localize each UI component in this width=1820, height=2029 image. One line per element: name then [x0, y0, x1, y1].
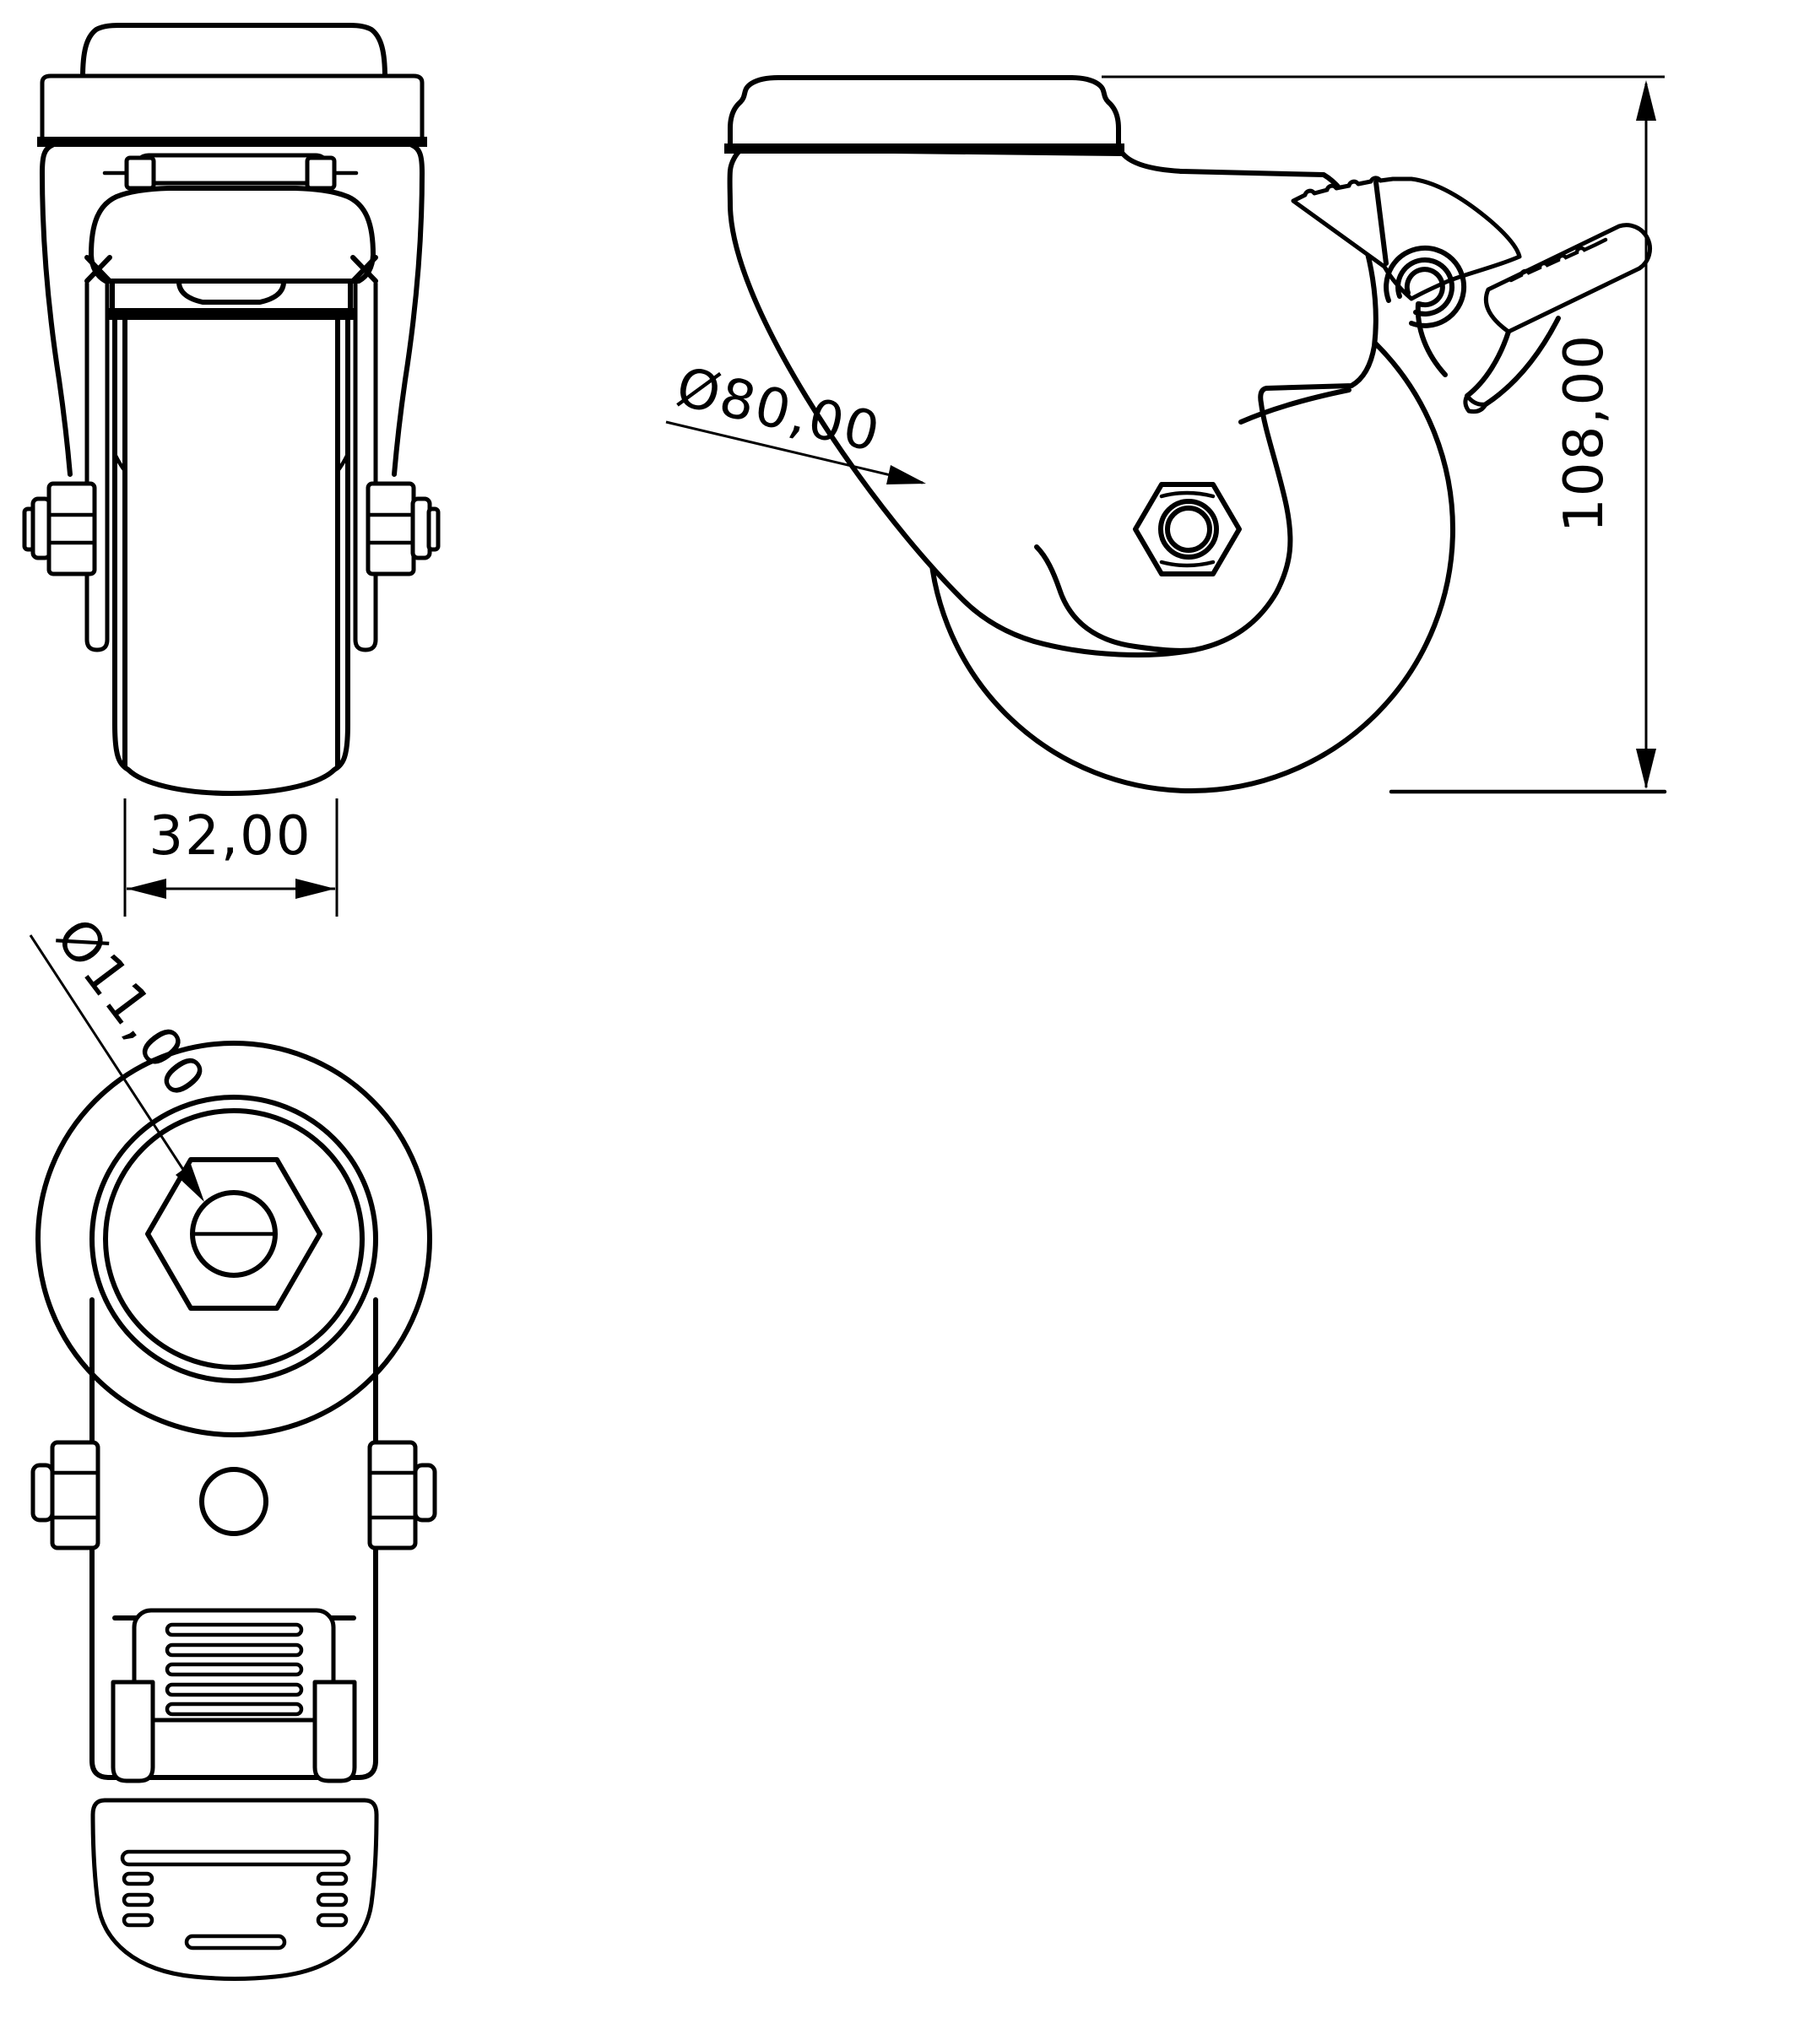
plate-dome — [80, 23, 387, 80]
swivel-housing-left-edge — [40, 143, 73, 477]
crown-wedge-left — [84, 255, 112, 284]
axle-nut-side — [1133, 482, 1242, 576]
rib-slot — [165, 1702, 304, 1717]
latch-tab-right — [312, 1680, 357, 1783]
brake-lever — [1483, 223, 1652, 334]
race-block-left — [124, 155, 156, 191]
fork-arch-cutout — [176, 280, 286, 305]
bottom-view: Ø11,00 — [29, 907, 437, 1981]
foot-slot-long — [120, 1849, 351, 1867]
pedal-foot — [90, 1798, 379, 1981]
axle-nut-right — [366, 481, 441, 576]
bolt-bore — [1165, 506, 1212, 553]
axle-nut-right-bottom — [367, 1440, 437, 1550]
fork-leg-right — [353, 281, 378, 652]
crown-wedge-right — [350, 255, 378, 284]
fork-inner-lip — [1034, 544, 1197, 653]
foot-slot-bottom — [184, 1934, 287, 1951]
rib-slot — [165, 1662, 304, 1677]
rib-slot — [165, 1642, 304, 1658]
bolt-tab — [426, 506, 441, 552]
arrowhead-top — [1636, 80, 1656, 121]
housing-facet-line — [1373, 180, 1389, 266]
side-view: Ø80,00 108,00 — [665, 75, 1667, 794]
tread-shoulder-right — [335, 453, 349, 473]
axle-nut-left-bottom — [30, 1440, 100, 1550]
mounting-plate-side — [728, 75, 1121, 149]
pivot-inner-arc — [1404, 267, 1445, 308]
race-ring-inner — [103, 1108, 365, 1370]
extension-line — [123, 798, 339, 917]
dimension-overall-height: 108,00 — [1102, 75, 1667, 794]
swivel-outer-circle — [35, 1041, 432, 1437]
axle-nut-left — [22, 481, 97, 576]
wheel-front-outline — [112, 317, 350, 796]
foot-slot — [316, 1892, 349, 1907]
race-ring-outer — [89, 1095, 378, 1383]
pivot-middle-arc — [1395, 257, 1455, 317]
arrowhead-bottom — [1636, 749, 1656, 789]
pedal-ribs — [165, 1622, 304, 1717]
pedal-foot-slots — [120, 1849, 351, 1951]
washer — [30, 1463, 55, 1523]
overall-height-value: 108,00 — [1553, 333, 1616, 533]
washer-circle — [1158, 499, 1219, 560]
pivot-outer-arc — [1384, 245, 1467, 328]
bolt-hole-diameter-value: Ø11,00 — [43, 907, 218, 1111]
arrowhead — [886, 465, 926, 484]
leader-line — [665, 420, 924, 484]
washer — [413, 1463, 437, 1523]
tread-shoulder-left — [113, 453, 127, 473]
arrowhead — [176, 1164, 204, 1202]
swivel-race — [133, 153, 332, 186]
hex-nut — [50, 1440, 100, 1550]
fork-leg-left — [84, 281, 110, 652]
nut-facets — [366, 512, 416, 545]
fork-crown — [89, 186, 376, 284]
lever-serration — [1509, 237, 1608, 283]
swivel-housing-right-edge — [392, 143, 425, 477]
arrowhead-right — [295, 879, 335, 899]
foot-slot — [316, 1913, 349, 1928]
nut-chamfer-bottom — [1159, 560, 1216, 568]
nut-facets — [367, 1470, 418, 1520]
brake-link-rear — [1483, 316, 1561, 407]
brake-housing — [1291, 176, 1522, 301]
leader-line — [29, 934, 203, 1198]
hub-edge-line — [1238, 387, 1351, 425]
nut-chamfer-top — [1159, 490, 1216, 499]
front-view: 32,00 — [22, 23, 441, 917]
foot-slot — [122, 1913, 154, 1928]
body-outline — [89, 1297, 378, 1780]
latch-tab-left — [111, 1680, 155, 1783]
brake-link-front — [1465, 329, 1511, 398]
rib-slot — [165, 1622, 304, 1637]
dimension-wheel-width: 32,00 — [123, 798, 339, 917]
hex-nut — [46, 481, 97, 576]
foot-slot — [122, 1871, 154, 1886]
foot-slot — [316, 1871, 349, 1886]
nut-facets — [46, 512, 97, 545]
brake-link-hook — [1463, 393, 1488, 414]
fork-body-sides — [110, 280, 353, 311]
rear-bolt-hole — [199, 1467, 268, 1536]
rib-slot — [165, 1682, 304, 1697]
mounting-plate — [40, 73, 425, 143]
nut-facets — [50, 1470, 100, 1520]
race-block-right — [305, 155, 337, 191]
hex-nut — [367, 1440, 418, 1550]
arrowhead-left — [127, 879, 166, 899]
foot-slot — [122, 1892, 154, 1907]
hex-nut — [1133, 482, 1242, 576]
wheel-width-value: 32,00 — [149, 805, 311, 868]
hex-nut — [366, 481, 416, 576]
